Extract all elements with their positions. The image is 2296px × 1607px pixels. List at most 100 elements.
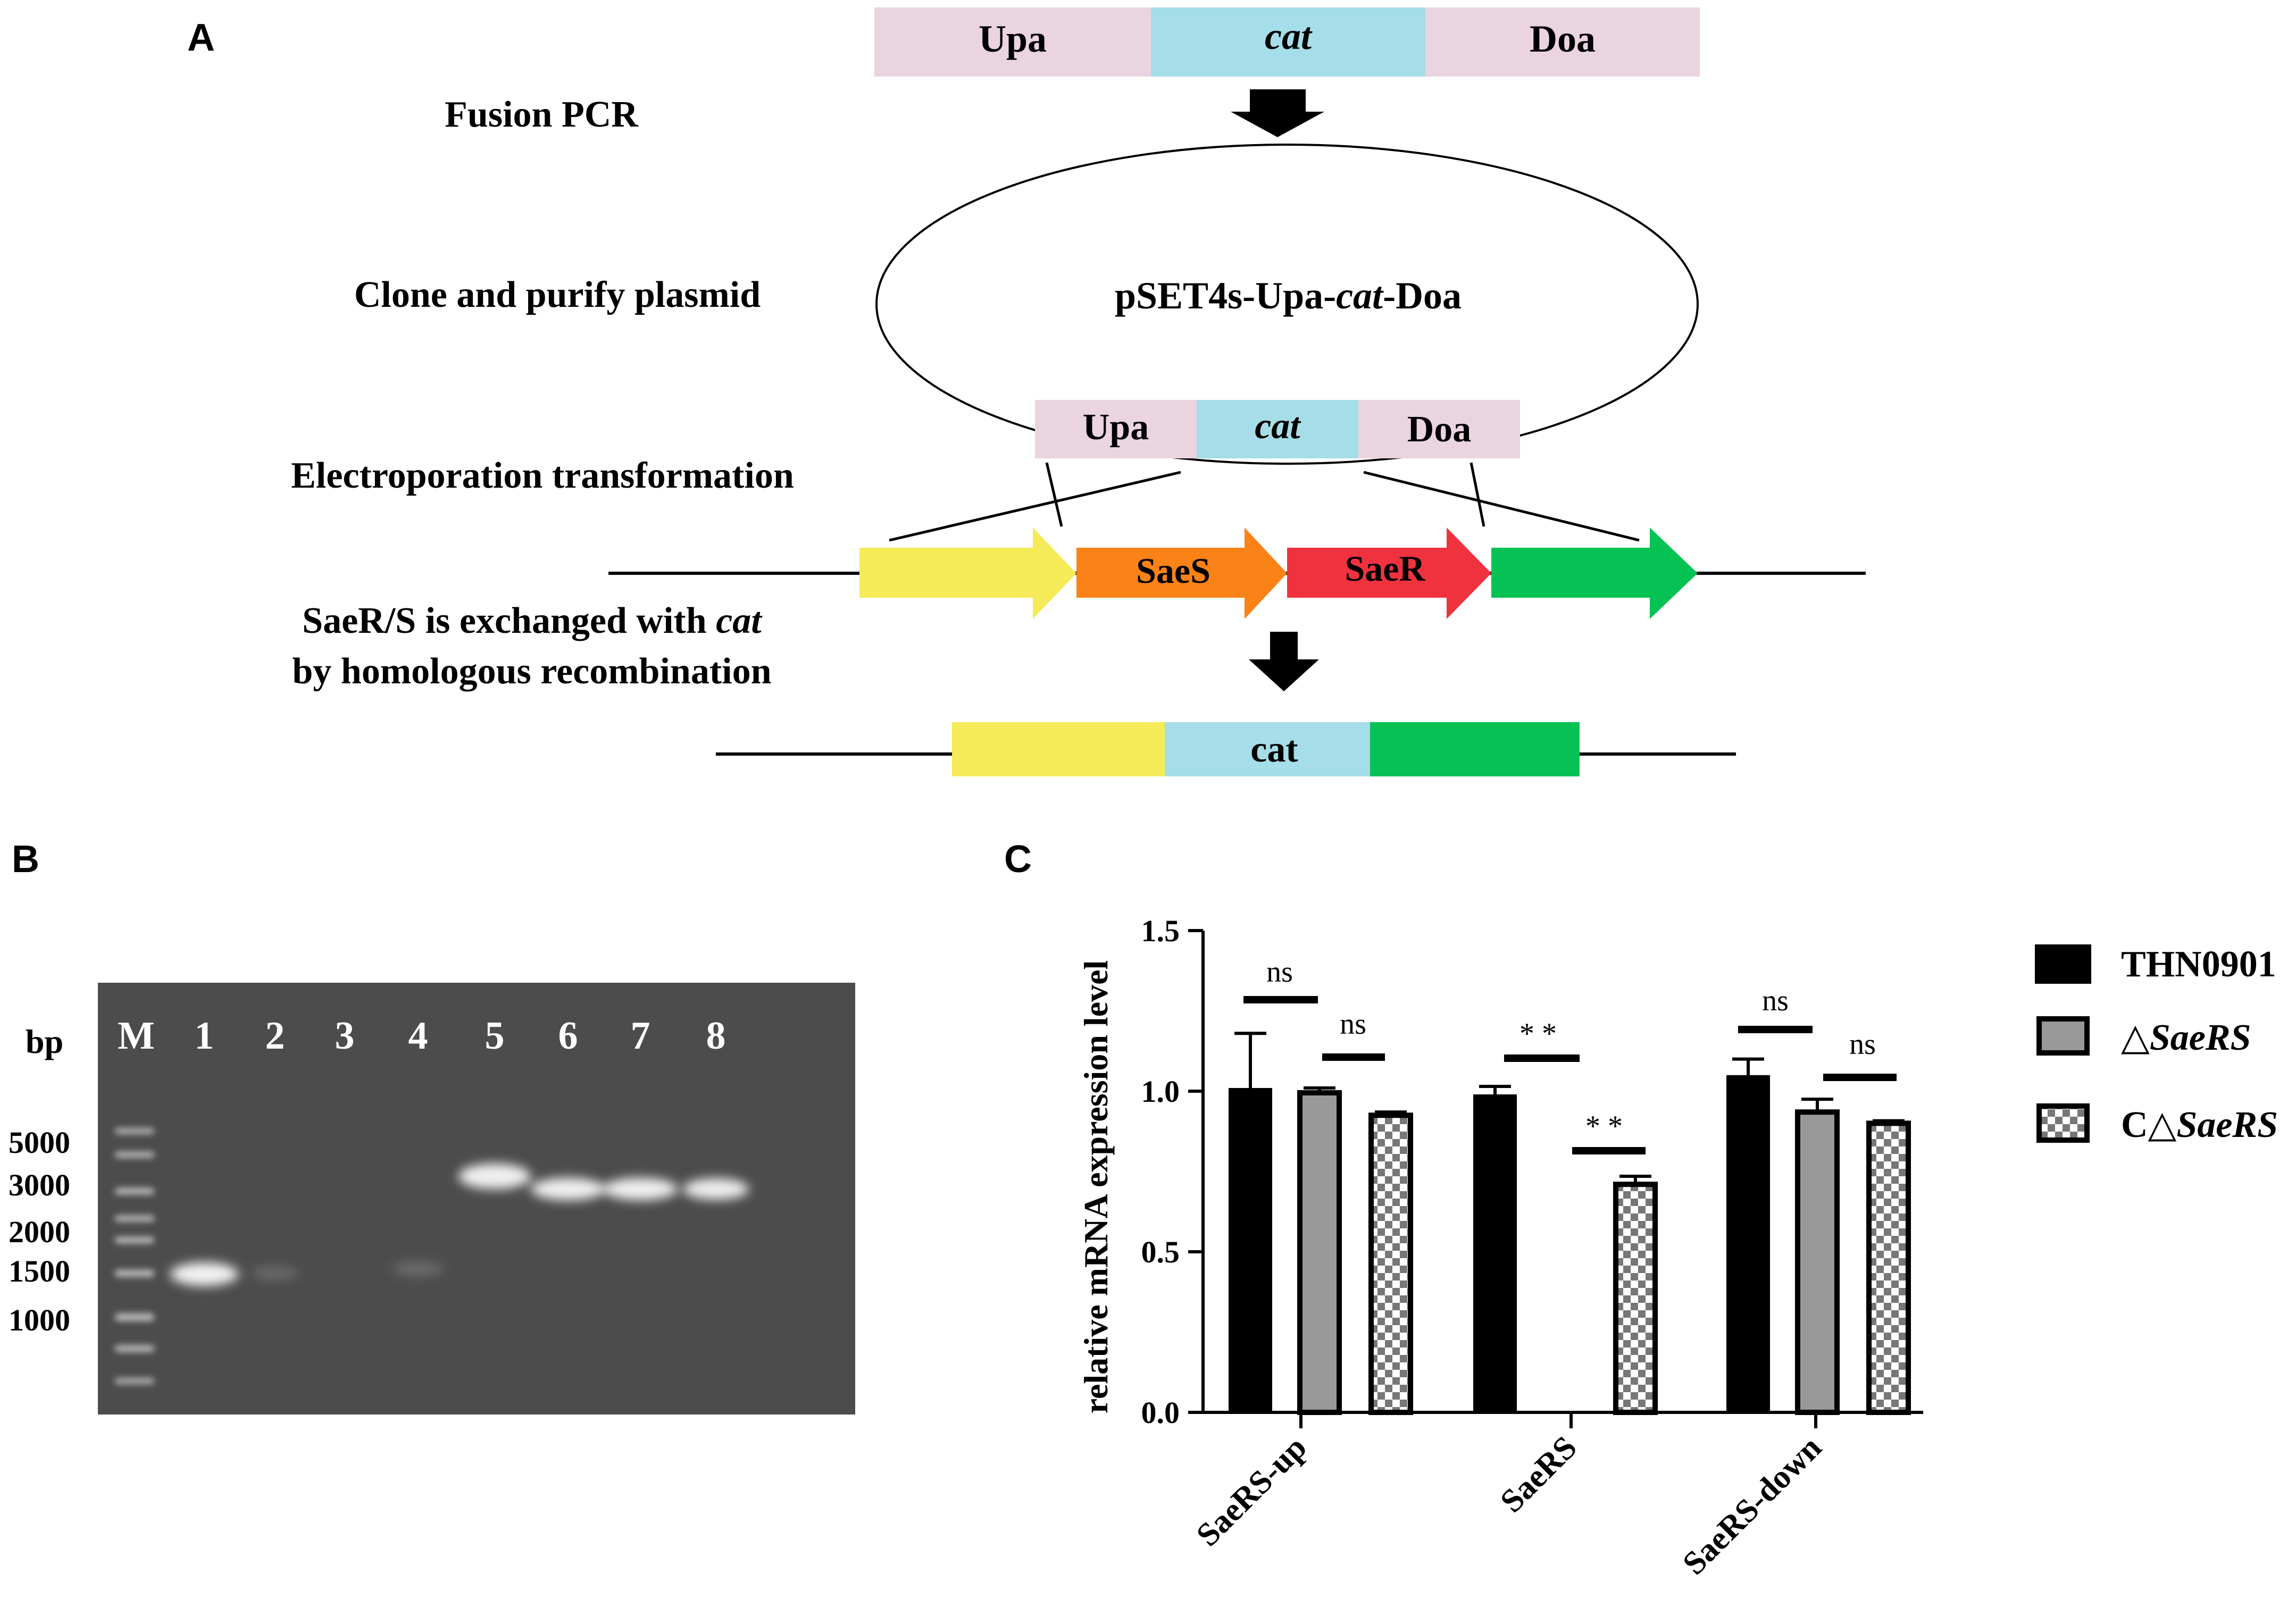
band-lane-1 <box>170 1262 238 1286</box>
lane-label-1: 1 <box>195 1014 214 1058</box>
insert-cat-label: cat <box>1255 406 1301 447</box>
construct-doa-box <box>1425 7 1700 77</box>
plasmid-cat: cat <box>1336 274 1384 317</box>
lane-label-m: M <box>118 1014 155 1058</box>
panel-letter-a: A <box>187 16 215 59</box>
panel-a: A Upa cat Doa Fusion PCR Clone and purif… <box>187 7 1866 776</box>
legend-ko-name: SaeRS <box>2150 1017 2251 1058</box>
insert-upa-label: Upa <box>1083 407 1149 448</box>
legend-comp-prefix: C△ <box>2121 1104 2177 1145</box>
sig-label-up-1: ns <box>1266 956 1293 989</box>
step-clone: Clone and purify plasmid <box>354 274 761 315</box>
step-fusion-pcr: Fusion PCR <box>445 94 639 135</box>
bar-saers-series-2 <box>1613 1182 1658 1415</box>
legend-label-thn0901: THN0901 <box>2121 944 2276 985</box>
panel-b: B bp 5000 3000 2000 1500 1000 M 1 2 3 4 … <box>9 838 855 1415</box>
marker-3000: 3000 <box>9 1168 70 1202</box>
band-lane-4 <box>393 1261 444 1276</box>
band-lane-5 <box>458 1164 531 1189</box>
construct-top: Upa cat Doa <box>874 7 1700 77</box>
sig-label-saers-1: * * <box>1519 1017 1557 1050</box>
bar-saers-series-0 <box>1473 1094 1517 1412</box>
x-categories: SaeRS-up SaeRS SaeRS-down <box>1190 1412 1829 1582</box>
result-cat-label: cat <box>1250 729 1298 770</box>
legend-comp-name: SaeRS <box>2176 1104 2278 1145</box>
lane-label-6: 6 <box>558 1014 578 1058</box>
insert-doa-label: Doa <box>1407 409 1472 450</box>
plasmid-label: pSET4s-Upa-cat-Doa <box>1115 274 1462 317</box>
x-category-label: SaeRS-up <box>1190 1429 1314 1553</box>
y-ticks: 0.00.51.01.5 <box>1141 914 1203 1430</box>
ladder-bands <box>115 1128 154 1384</box>
panel-letter-b: B <box>12 838 39 881</box>
bar-saers-down-series-1 <box>1795 1109 1840 1415</box>
lane-label-8: 8 <box>706 1014 726 1058</box>
result-locus: cat <box>716 722 1736 776</box>
gene-upstream-arrow <box>859 528 1076 619</box>
plasmid-suffix: -Doa <box>1383 274 1462 317</box>
construct-upa-box <box>874 7 1151 77</box>
bar-saers-up-series-0 <box>1229 1087 1272 1412</box>
gene-downstream-arrow <box>1491 528 1698 619</box>
bar-saers-down-series-2 <box>1866 1120 1911 1415</box>
legend-swatch-comp <box>2036 1103 2090 1143</box>
crossover-lines <box>889 462 1640 542</box>
construct-doa-label: Doa <box>1530 18 1596 60</box>
y-tick-label: 0.5 <box>1141 1235 1180 1269</box>
construct-cat-label: cat <box>1265 15 1313 57</box>
lane-label-3: 3 <box>335 1014 355 1058</box>
legend-swatch-ko <box>2036 1016 2090 1056</box>
legend-label-comp: C△SaeRS <box>2121 1104 2278 1145</box>
lane-labels: M 1 2 3 4 5 6 7 8 <box>118 1014 725 1058</box>
plasmid-insert: Upa cat Doa <box>1035 400 1520 458</box>
genome-locus: SaeS SaeR <box>608 528 1866 619</box>
step-homologous: by homologous recombination <box>292 651 771 692</box>
bar-saers-up-series-1 <box>1297 1090 1342 1415</box>
lane-label-7: 7 <box>631 1014 650 1058</box>
marker-5000: 5000 <box>9 1125 70 1160</box>
bar-saers-down-series-0 <box>1726 1075 1770 1412</box>
plasmid-ellipse <box>875 144 1699 465</box>
panel-letter-c: C <box>1004 838 1032 881</box>
result-downstream-box <box>1370 722 1580 776</box>
gel-image: M 1 2 3 4 5 6 7 8 <box>98 983 855 1415</box>
insert-upa-box <box>1035 400 1197 458</box>
step-electroporation: Electroporation transformation <box>291 455 794 496</box>
sig-label-down-2: ns <box>1849 1028 1876 1061</box>
bars <box>1229 1032 1911 1416</box>
x-category-label: SaeRS-down <box>1676 1429 1829 1582</box>
arrow-down-icon <box>1231 89 1324 137</box>
marker-1000: 1000 <box>9 1303 70 1337</box>
step-exchange-cat: cat <box>716 600 763 641</box>
gene-saes-label: SaeS <box>1136 550 1210 591</box>
lane-label-2: 2 <box>265 1014 285 1058</box>
marker-1500: 1500 <box>9 1254 70 1288</box>
sig-label-down-1: ns <box>1762 984 1789 1017</box>
legend-ko-prefix: △ <box>2121 1017 2150 1058</box>
gene-saer-arrow <box>1287 528 1491 619</box>
significance-labels: ns ns * * * * ns ns <box>1266 956 1876 1143</box>
legend-swatch-thn0901 <box>2035 944 2091 984</box>
panel-c: C relative mRNA expression level 0.00.51… <box>1004 838 2278 1582</box>
lane-label-4: 4 <box>408 1014 428 1058</box>
lane-label-5: 5 <box>485 1014 505 1058</box>
y-axis-label: relative mRNA expression level <box>1077 960 1115 1414</box>
band-lane-2 <box>252 1267 298 1279</box>
result-upstream-box <box>952 722 1165 776</box>
significance-marks <box>1243 996 1897 1154</box>
marker-2000: 2000 <box>9 1215 70 1249</box>
bar-saers-up-series-2 <box>1368 1112 1413 1416</box>
plasmid-prefix: pSET4s-Upa- <box>1115 274 1336 317</box>
band-lane-7 <box>603 1178 678 1200</box>
bp-label: bp <box>26 1023 63 1060</box>
step-exchange-text: SaeR/S is exchanged with <box>302 600 716 641</box>
sig-label-saers-2: * * <box>1585 1110 1623 1143</box>
step-exchange: SaeR/S is exchanged with cat <box>302 600 763 641</box>
insert-doa-box <box>1358 400 1520 458</box>
gene-saes-arrow <box>1076 528 1287 619</box>
y-tick-label: 0.0 <box>1141 1395 1180 1430</box>
sig-label-up-2: ns <box>1340 1008 1366 1041</box>
legend: THN0901 △SaeRS C△SaeRS <box>2035 944 2278 1145</box>
x-category-label: SaeRS <box>1493 1429 1584 1520</box>
